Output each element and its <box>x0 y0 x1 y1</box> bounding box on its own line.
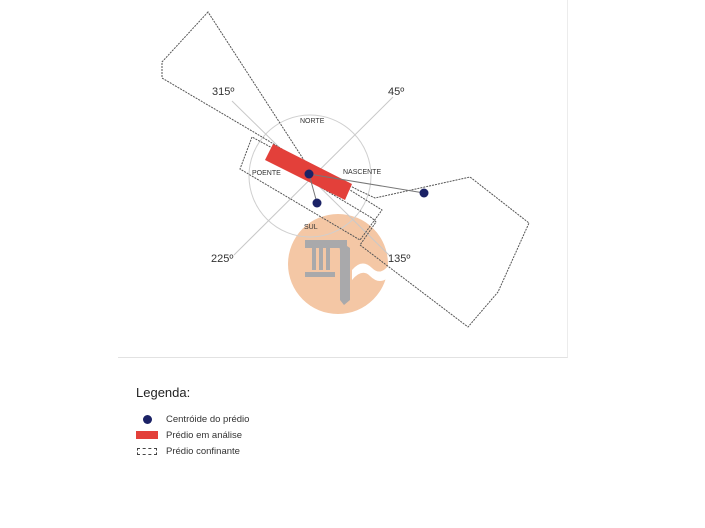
neighbour-building-large <box>161 11 530 328</box>
dashed-rect-icon <box>136 446 158 456</box>
angle-label-135: 135º <box>388 253 410 265</box>
red-rect-icon <box>136 430 158 440</box>
compass-circle <box>248 114 372 238</box>
centroid-neighbour-large <box>419 188 429 198</box>
watermark-logo-icon <box>288 214 390 314</box>
legend-label: Prédio em análise <box>166 429 243 441</box>
direction-east: NASCENTE <box>343 169 381 176</box>
angle-label-225: 225º <box>211 253 233 265</box>
orientation-diagram: 315º 45º 225º 135º NORTE NASCENTE POENTE… <box>161 11 530 328</box>
angle-label-45: 45º <box>388 86 404 98</box>
centroid-dot-icon <box>136 414 158 424</box>
legend-label: Prédio confinante <box>166 445 240 457</box>
centroid-main <box>304 169 314 179</box>
direction-north: NORTE <box>300 118 325 125</box>
centroid-neighbour-small <box>312 198 322 208</box>
legend: Legenda: Centróide do prédio Prédio em a… <box>136 385 249 459</box>
centroid-link <box>308 173 425 194</box>
angle-label-315: 315º <box>212 86 234 98</box>
legend-item-neighbour: Prédio confinante <box>136 443 249 459</box>
legend-item-centroid: Centróide do prédio <box>136 411 249 427</box>
direction-south: SUL <box>304 224 318 231</box>
legend-title: Legenda: <box>136 385 191 400</box>
legend-label: Centróide do prédio <box>166 413 250 425</box>
legend-item-building: Prédio em análise <box>136 427 249 443</box>
direction-west: POENTE <box>252 170 281 177</box>
centroid-link <box>308 173 318 204</box>
